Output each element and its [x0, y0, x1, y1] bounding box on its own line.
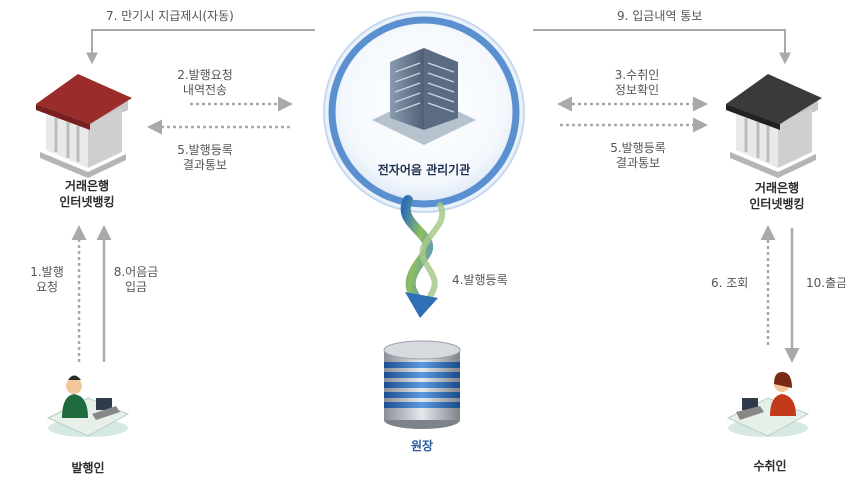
step-6-label: 6. 조회 — [711, 276, 749, 290]
step-5-left-line1: 5.발행등록 — [177, 143, 233, 157]
step-8-line2: 입금 — [124, 280, 148, 294]
step-1-label: 1.발행 요청 — [22, 265, 72, 295]
bank-left-label: 거래은행 인터넷뱅킹 — [42, 178, 132, 210]
person-at-desk-icon — [46, 375, 130, 437]
step-3-line2: 정보확인 — [614, 83, 660, 97]
arrow-9-deposit-notice — [533, 29, 791, 65]
database-stack-icon — [383, 340, 461, 429]
bank-right-label: 거래은행 인터넷뱅킹 — [732, 180, 822, 212]
step-2-line1: 2.발행요청 — [177, 68, 233, 82]
office-tower-icon — [372, 48, 476, 145]
step-1-line2: 요청 — [35, 280, 59, 294]
step-2-label: 2.발행요청 내역전송 — [165, 68, 245, 98]
bank-left-line1: 거래은행 — [64, 179, 110, 193]
spiral-arrow-icon — [400, 195, 446, 318]
step-5-right-line2: 결과통보 — [615, 156, 661, 170]
recipient-label: 수취인 — [753, 459, 787, 473]
step-3-line1: 3.수취인 — [614, 68, 660, 82]
ledger-label: 원장 — [410, 439, 434, 453]
step-5-right-label: 5.발행등록 결과통보 — [598, 141, 678, 171]
step-4-label: 4.발행등록 — [452, 273, 508, 287]
arrow-7-maturity-presentment — [86, 29, 315, 65]
step-3-label: 3.수취인 정보확인 — [602, 68, 672, 98]
step-5-left-line2: 결과통보 — [182, 158, 228, 172]
center-label: 전자어음 관리기관 — [377, 163, 471, 177]
step-10-label: 10.출금 — [806, 276, 845, 290]
bank-right-line2: 인터넷뱅킹 — [749, 197, 805, 211]
step-8-line1: 8.어음금 — [113, 265, 159, 279]
step-2-line2: 내역전송 — [182, 83, 228, 97]
bank-right-line1: 거래은행 — [754, 181, 800, 195]
bank-left-line2: 인터넷뱅킹 — [59, 195, 115, 209]
step-5-right-line1: 5.발행등록 — [610, 141, 666, 155]
step-1-line1: 1.발행 — [30, 265, 64, 279]
step-9-label: 9. 입금내역 통보 — [617, 9, 703, 23]
bank-building-icon — [726, 74, 822, 178]
step-5-left-label: 5.발행등록 결과통보 — [165, 143, 245, 173]
step-8-label: 8.어음금 입금 — [106, 265, 166, 295]
person-at-desk-icon — [726, 372, 810, 437]
step-7-label: 7. 만기시 지급제시(자동) — [106, 9, 234, 23]
issuer-label: 발행인 — [71, 461, 105, 475]
bank-building-icon — [36, 74, 132, 178]
